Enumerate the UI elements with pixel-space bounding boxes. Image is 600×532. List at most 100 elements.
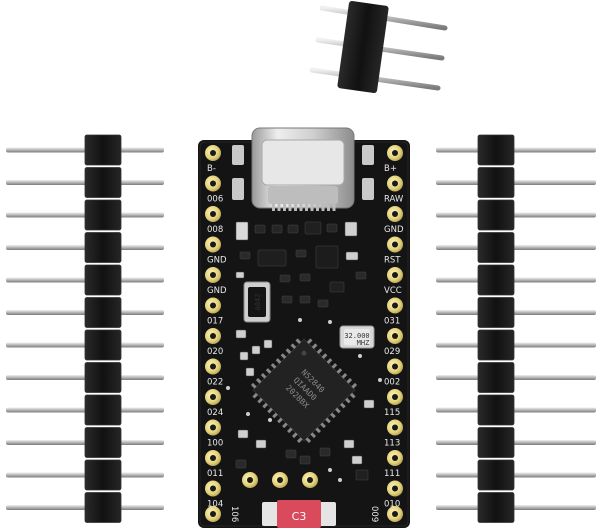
pin-label-right: 029	[384, 347, 400, 357]
smd-part	[235, 271, 245, 279]
chip-pin	[250, 382, 257, 389]
pad-hole	[210, 241, 216, 248]
pad-hole	[210, 511, 216, 517]
pcb-board: N52840 QIAAD0 2028BX 32.000 MHZ A042 C3 …	[198, 127, 410, 528]
via	[298, 318, 302, 322]
header-pin	[436, 245, 596, 250]
chip-pin	[277, 417, 283, 424]
chip-pin	[310, 432, 317, 439]
header-block	[84, 362, 122, 393]
right-edge-pads	[387, 145, 403, 497]
chip-pin	[325, 417, 331, 424]
pin-label-left: 100	[207, 439, 223, 449]
usb-pin	[288, 203, 292, 211]
pin-label-left: 011	[207, 469, 223, 479]
chip-pin	[316, 348, 323, 354]
chip-pin	[321, 353, 328, 359]
pin-label-left: 006	[207, 195, 223, 205]
pad-hole	[392, 485, 398, 492]
pad-hole	[392, 455, 398, 461]
pin-label-left: 024	[207, 408, 223, 418]
pad-hole	[392, 180, 398, 187]
pad-hole	[277, 477, 283, 483]
pin-label-left: 020	[207, 347, 223, 357]
smd-part	[251, 345, 261, 355]
pad-hole	[210, 180, 216, 187]
header-block	[477, 167, 515, 198]
pin-label-right: RAW	[384, 195, 404, 205]
pin-label-right: GND	[384, 225, 404, 235]
pad-hole	[210, 485, 216, 492]
via	[328, 468, 332, 472]
pin-label-left: 008	[207, 225, 223, 235]
header-block	[477, 297, 515, 328]
header-block	[477, 199, 515, 231]
header-pin	[436, 472, 596, 478]
pad-hole	[210, 302, 216, 309]
smd-part	[263, 339, 273, 349]
smd-part	[317, 299, 329, 308]
nrf52840-chip	[250, 338, 358, 444]
chip-pin	[280, 353, 287, 359]
chip-pin	[341, 373, 348, 379]
smd-part	[351, 455, 363, 465]
header-block	[84, 199, 122, 231]
via	[338, 478, 342, 482]
crystal-sub: MHZ	[357, 339, 370, 347]
left-edge-pads	[205, 145, 221, 497]
small-comp-text: A042	[254, 294, 262, 311]
header-block	[477, 264, 515, 296]
header-pin	[436, 375, 596, 380]
pin-label-right: B+	[384, 164, 397, 174]
pin-label-left: 106	[229, 506, 239, 522]
smd-part	[281, 295, 293, 304]
pad-hole	[210, 150, 216, 156]
header-pin	[436, 180, 596, 185]
pad-hole	[210, 211, 216, 217]
pin-label-right: VCC	[384, 286, 402, 296]
smd-part	[235, 329, 247, 339]
smd-part	[295, 249, 307, 258]
via	[328, 320, 332, 324]
chip-pin	[349, 392, 356, 399]
pin-label-left: GND	[207, 256, 227, 266]
usb-pin	[327, 203, 330, 211]
header-block	[477, 427, 515, 458]
smd-part	[254, 224, 266, 234]
pad-hole	[210, 424, 216, 431]
pad-hole	[392, 333, 398, 339]
header-block	[477, 232, 515, 263]
header-pin	[436, 212, 596, 218]
small-regulator: A042	[243, 281, 271, 323]
smd-part	[287, 224, 299, 234]
pin-label-left: B-	[207, 164, 216, 174]
smd-part	[255, 439, 267, 449]
pin-label-left: 104	[207, 500, 223, 510]
usb-pin	[316, 203, 319, 211]
header-block	[84, 232, 122, 263]
smd-part	[315, 245, 339, 269]
pad-hole	[392, 241, 398, 248]
chip-pin	[320, 422, 326, 429]
pin-label-right: 111	[384, 469, 400, 479]
usb-pin	[310, 203, 314, 211]
usb-pin	[299, 203, 303, 211]
header-block	[477, 134, 515, 166]
pin-label-right: 115	[384, 408, 400, 418]
header-block	[477, 459, 515, 491]
crystal-text: 32.000	[344, 332, 369, 340]
header-block	[477, 329, 515, 361]
pad-hole	[210, 272, 216, 278]
chip-pin	[282, 422, 288, 429]
chip-pin	[346, 377, 353, 384]
smd-part	[235, 459, 247, 469]
chip-pin	[295, 338, 302, 345]
pad-hole	[392, 272, 398, 278]
chip-pin	[330, 412, 336, 419]
usb-pin	[272, 203, 275, 211]
bottom-pads	[205, 472, 403, 522]
pad-hole	[392, 150, 398, 156]
smd-part	[271, 224, 283, 234]
